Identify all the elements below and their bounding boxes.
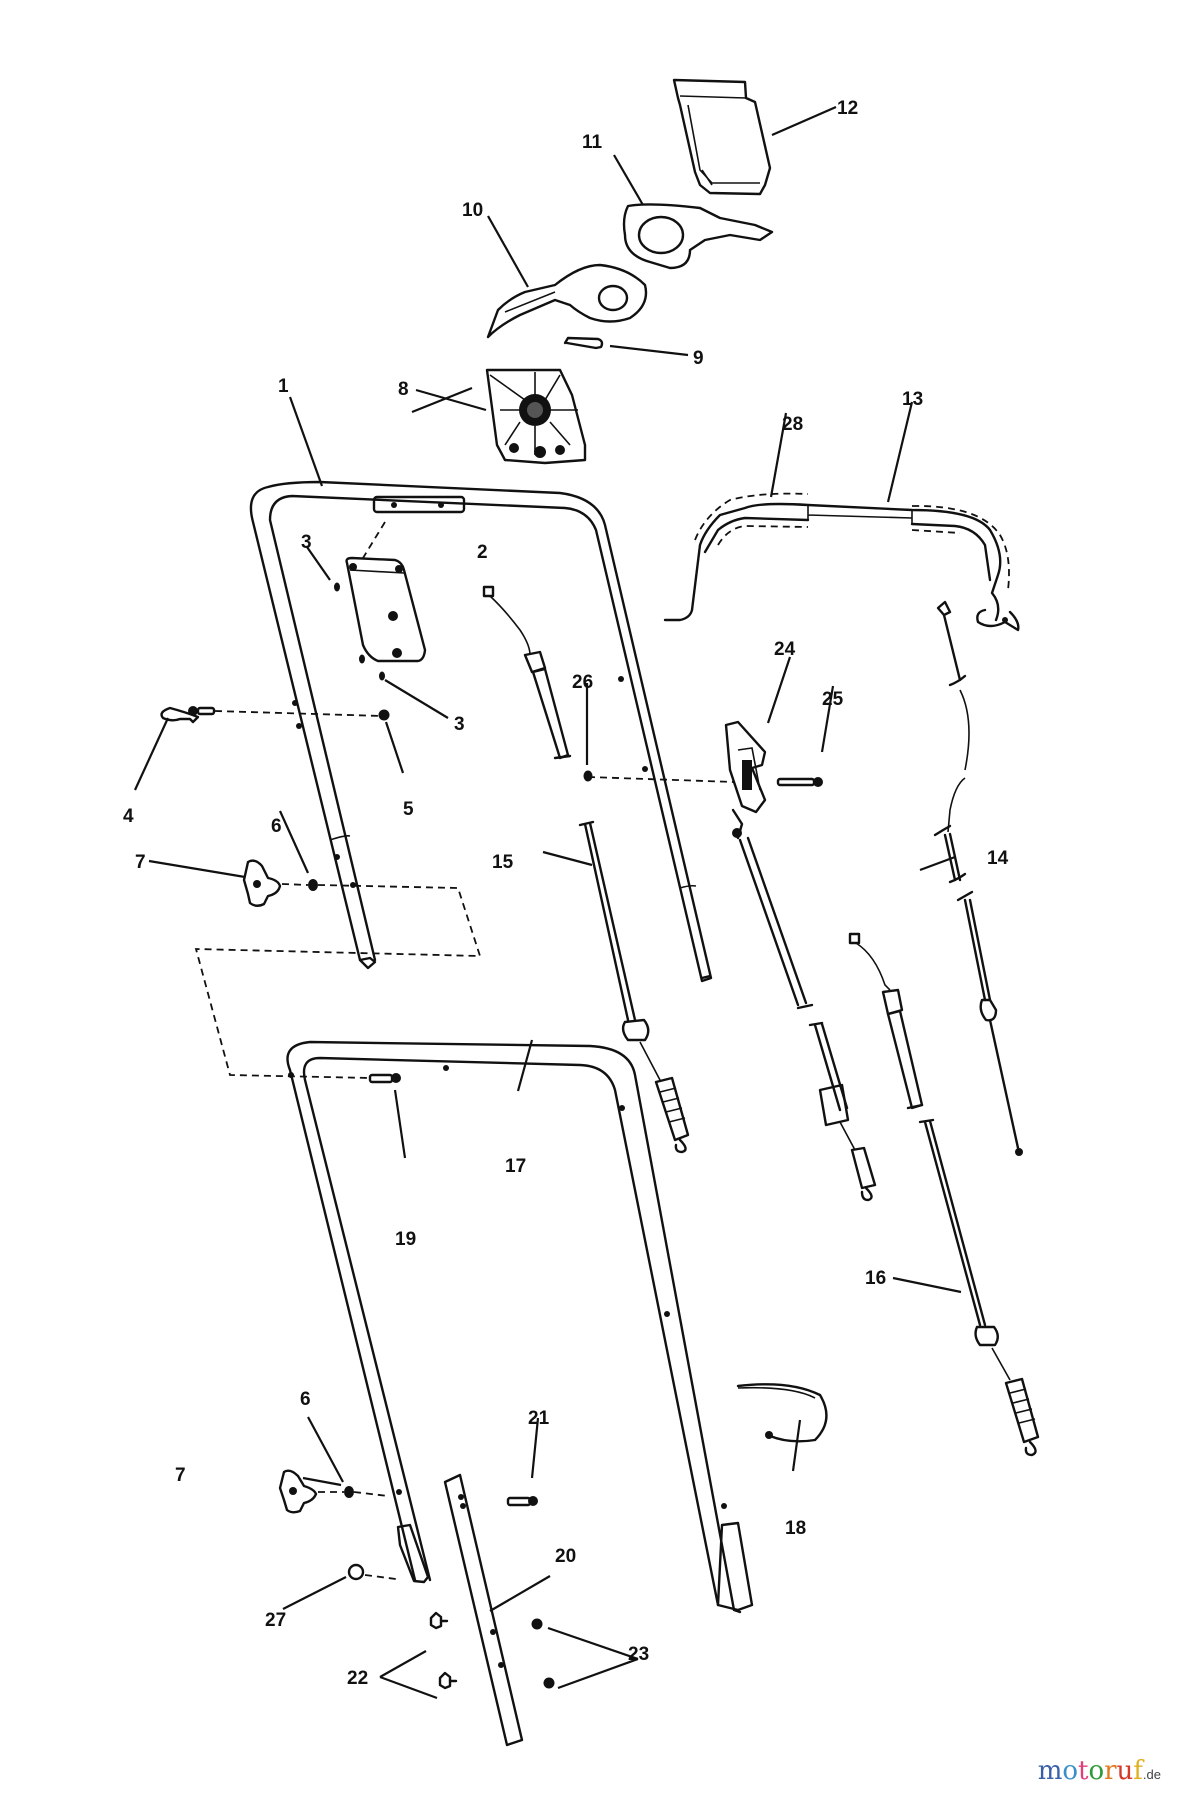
- part-6-washer-upper[interactable]: [308, 879, 318, 891]
- label-8: 8: [398, 379, 409, 400]
- label-27: 27: [265, 1610, 286, 1631]
- part-23-nuts[interactable]: [531, 1618, 555, 1689]
- part-27-nut[interactable]: [347, 1563, 397, 1581]
- label-4: 4: [123, 806, 134, 827]
- label-13: 13: [902, 389, 923, 410]
- label-11: 11: [582, 132, 603, 153]
- part-25-bolt[interactable]: [776, 777, 823, 787]
- label-2: 2: [477, 542, 488, 563]
- part-7-knob-upper[interactable]: [242, 859, 282, 907]
- leader-lines: [134, 105, 962, 1700]
- label-3b: 3: [454, 714, 465, 735]
- logo-wordmark: motoruf: [1038, 1756, 1143, 1786]
- part-labels: 1 2 3 3 4 5 6 6 7 7 8 9 10 11 12 13 14 1…: [123, 98, 1009, 1689]
- label-24: 24: [774, 639, 796, 660]
- label-7b: 7: [175, 1465, 186, 1486]
- logo-letter: o: [1062, 1756, 1078, 1786]
- part-28-cover-outline: [694, 492, 1010, 591]
- logo-letter: u: [1116, 1756, 1134, 1786]
- part-17-lower-handle[interactable]: [286, 1040, 754, 1614]
- label-15: 15: [492, 852, 514, 873]
- label-10: 10: [462, 200, 483, 221]
- part-10-lever[interactable]: [486, 263, 648, 339]
- label-21: 21: [528, 1408, 550, 1429]
- label-17: 17: [505, 1156, 526, 1177]
- part-11-lever[interactable]: [622, 203, 774, 270]
- label-18: 18: [785, 1518, 806, 1539]
- part-12-grip-cover[interactable]: [672, 78, 772, 196]
- assembly-line-upper: [194, 883, 482, 1079]
- part-3-screws[interactable]: [334, 582, 385, 681]
- part-14-cable[interactable]: [933, 600, 1023, 1156]
- part-1-upper-handle[interactable]: [249, 480, 713, 983]
- part-20-plate[interactable]: [443, 1473, 524, 1747]
- label-5: 5: [403, 799, 414, 820]
- part-24-control[interactable]: [587, 720, 767, 840]
- label-9: 9: [693, 348, 704, 369]
- label-14: 14: [987, 848, 1009, 869]
- logo-suffix: .de: [1142, 1767, 1161, 1782]
- part-18-cable-tie[interactable]: [736, 1383, 828, 1443]
- part-8-housing[interactable]: [485, 368, 587, 465]
- part-16-cable[interactable]: [848, 932, 1040, 1457]
- motoruf-logo: motoruf.de: [1038, 1756, 1161, 1786]
- label-26: 26: [572, 672, 593, 693]
- label-20: 20: [555, 1546, 576, 1567]
- part-15-cable[interactable]: [482, 585, 690, 1154]
- part-7-knob-lower[interactable]: [278, 1469, 318, 1514]
- part-22-bolts[interactable]: [429, 1611, 458, 1690]
- logo-letter: f: [1133, 1756, 1143, 1786]
- part-24-cable[interactable]: [738, 836, 877, 1202]
- label-16: 16: [865, 1268, 886, 1289]
- part-19-bolt[interactable]: [368, 1073, 401, 1084]
- label-22: 22: [347, 1668, 368, 1689]
- part-5-nut[interactable]: [378, 709, 390, 721]
- logo-letter: t: [1078, 1756, 1089, 1786]
- label-7a: 7: [135, 852, 146, 873]
- assembly-line-lower: [318, 1491, 389, 1497]
- part-4-hook-bolt[interactable]: [160, 706, 383, 724]
- label-6a: 6: [271, 816, 282, 837]
- part-13-bail[interactable]: [663, 502, 1020, 632]
- label-23: 23: [628, 1644, 649, 1665]
- label-3a: 3: [301, 532, 312, 553]
- label-28: 28: [782, 414, 803, 435]
- label-19: 19: [395, 1229, 416, 1250]
- label-1: 1: [278, 376, 289, 397]
- label-25: 25: [822, 689, 844, 710]
- label-12: 12: [837, 98, 858, 119]
- logo-letter: o: [1088, 1756, 1105, 1786]
- part-26-nut[interactable]: [583, 770, 593, 782]
- part-2-plate[interactable]: [345, 521, 427, 663]
- part-6-washer-lower[interactable]: [344, 1486, 354, 1498]
- logo-letter: m: [1037, 1756, 1063, 1786]
- part-9-pin[interactable]: [563, 336, 604, 350]
- label-6b: 6: [300, 1389, 311, 1410]
- part-21-bolt[interactable]: [506, 1496, 538, 1507]
- logo-letter: r: [1104, 1756, 1117, 1786]
